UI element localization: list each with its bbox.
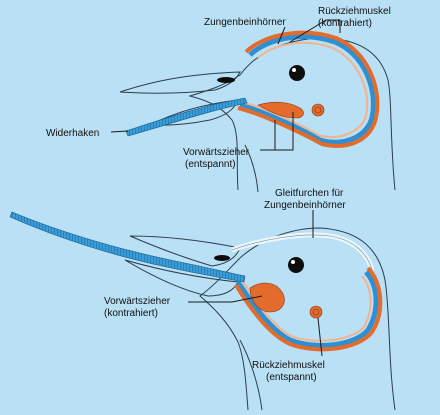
- bottom-eye-highlight: [291, 260, 295, 264]
- bottom-tongue: [9, 211, 246, 283]
- top-labels: Rückziehmuskel (kontrahiert) Zungenbeinh…: [46, 6, 391, 170]
- bottom-glide-furrows-edge: [231, 234, 373, 271]
- label-gleitfurchen-2: Zungenbeinhörner: [264, 200, 346, 211]
- label-rueckziehmuskel-entspannt-2: (entspannt): [266, 372, 317, 383]
- label-vorwaertszieher-kontrahiert-1: Vorwärtszieher: [104, 296, 171, 307]
- label-vorwaertszieher-entspannt-2: (entspannt): [185, 159, 236, 170]
- top-eye: [289, 65, 305, 81]
- bottom-protractor-coil: [309, 305, 323, 319]
- bottom-eye: [288, 257, 304, 273]
- leader-rueckziehmuskel-top: [289, 19, 341, 43]
- top-hyoid-horn-blue: [239, 34, 376, 145]
- bottom-protractor-coil-inner: [312, 308, 320, 316]
- leader-vorwaertszieher-top: [260, 112, 294, 151]
- bottom-retractor-muscle: [234, 266, 383, 352]
- bottom-leaders: [188, 210, 323, 357]
- bottom-lower-beak: [124, 259, 239, 297]
- label-widerhaken: Widerhaken: [46, 128, 99, 139]
- label-rueckziehmuskel-kontrahiert-1: Rückziehmuskel: [318, 6, 391, 17]
- leader-widerhaken: [110, 130, 129, 133]
- label-vorwaertszieher-kontrahiert-2: (kontrahiert): [104, 308, 158, 319]
- top-protractor-coil-inner: [314, 106, 322, 114]
- bottom-head-outline: [199, 227, 396, 411]
- top-protractor-muscle: [257, 101, 304, 119]
- bottom-labels: Gleitfurchen für Zungenbeinhörner Vorwär…: [104, 188, 346, 383]
- bottom-nostril: [214, 255, 230, 261]
- top-lower-beak: [148, 99, 239, 126]
- top-protractor-coil: [311, 103, 325, 117]
- leader-rueckziehmuskel-bottom: [317, 317, 323, 357]
- top-head: [119, 30, 396, 193]
- top-nostril: [217, 77, 235, 83]
- label-zungenbeinhoerner-top: Zungenbeinhörner: [204, 17, 286, 28]
- top-leaders: [110, 19, 341, 151]
- bottom-protractor-muscle: [249, 282, 285, 313]
- bottom-upper-beak: [129, 235, 241, 267]
- top-throat-line: [244, 144, 259, 193]
- leader-zungenbeinhoerner-top: [277, 26, 286, 45]
- top-retractor-muscle: [237, 30, 380, 148]
- label-gleitfurchen-1: Gleitfurchen für: [275, 188, 344, 199]
- top-head-outline: [188, 37, 396, 191]
- top-eye-highlight: [292, 68, 296, 72]
- label-rueckziehmuskel-kontrahiert-2: (kontrahiert): [318, 18, 372, 29]
- top-tongue: [125, 97, 248, 137]
- leader-vorwaertszieher-bottom: [188, 295, 263, 303]
- label-vorwaertszieher-entspannt-1: Vorwärtszieher: [183, 147, 250, 158]
- bottom-hyoid-horn-blue: [235, 270, 379, 348]
- top-hyoid-inner: [244, 41, 369, 139]
- label-rueckziehmuskel-entspannt-1: Rückziehmuskel: [252, 360, 325, 371]
- bottom-throat-line: [239, 339, 263, 411]
- bottom-head: [9, 211, 396, 411]
